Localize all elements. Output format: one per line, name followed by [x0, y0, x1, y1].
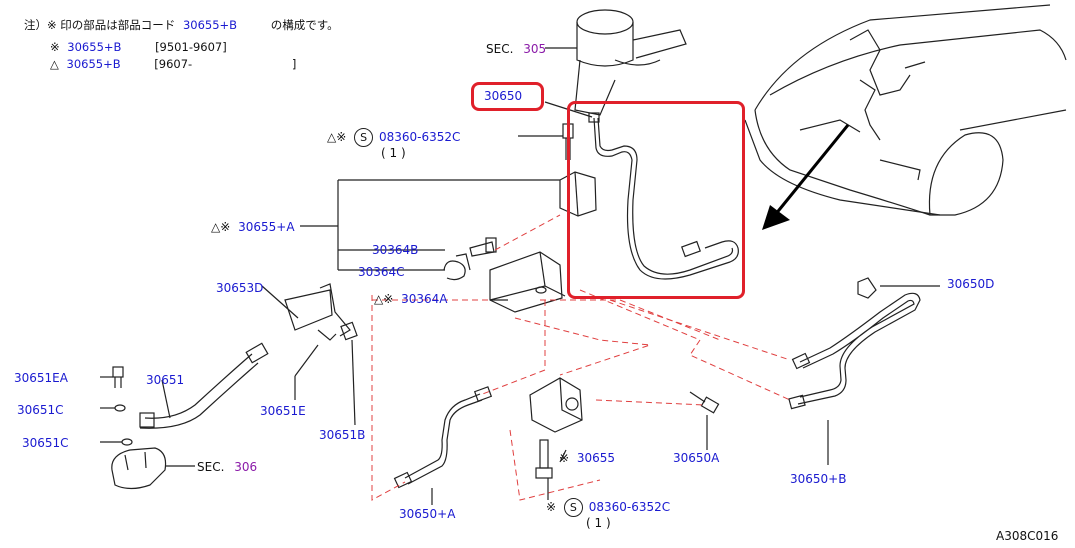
part-number: 30364A: [401, 292, 448, 306]
bracket-30364a: [489, 251, 566, 313]
callout-30364a[interactable]: △※ 30364A: [374, 292, 448, 306]
slave-cylinder: [111, 447, 195, 490]
s-circle-icon: S: [354, 128, 374, 147]
note-range: [9501-9607]: [155, 40, 227, 54]
part-marks: △※: [374, 292, 394, 306]
part-number: 30655: [576, 451, 616, 465]
part-number: 30655+A: [238, 220, 295, 234]
header-note-line1: 注）※ 印の部品は部品コード 30655+B の構成です。: [24, 18, 339, 32]
highlight-box-30650-label: [471, 82, 544, 111]
callout-30650d[interactable]: 30650D: [947, 277, 995, 291]
note-mark: ※: [50, 40, 60, 54]
s-circle-icon: S: [563, 498, 583, 517]
callout-sec-306[interactable]: SEC. 306: [197, 460, 257, 474]
note-code: 30655+B: [182, 18, 238, 32]
bolt-30651ea: [100, 366, 124, 388]
note-code: 30655+B: [66, 57, 121, 71]
callout-30364c[interactable]: 30364C: [358, 265, 405, 279]
note-mark: △: [50, 57, 59, 71]
highlight-box-30650-pipe: [567, 101, 745, 299]
callout-30651b[interactable]: 30651B: [319, 428, 366, 442]
bolt-code: 08360-6352C: [378, 130, 461, 144]
sec-prefix: SEC.: [486, 42, 514, 56]
note-suffix: の構成です。: [270, 18, 339, 32]
note-prefix: 注）※ 印の部品は部品コード: [24, 18, 176, 32]
callout-30650a[interactable]: 30650A: [673, 451, 720, 465]
header-note-line2: ※ 30655+B [9501-9607]: [50, 40, 227, 54]
callout-30650[interactable]: 30650: [484, 89, 523, 103]
pipe-30650a-plus: [393, 386, 493, 505]
bolt-top-qty: ( 1 ): [381, 146, 406, 160]
header-note-line3: △ 30655+B [9607- ]: [50, 57, 296, 71]
pipe-30650b-plus: [788, 292, 921, 465]
clip-30650d: [857, 277, 940, 299]
dashed-guides: [371, 214, 791, 501]
leader-lines: [294, 299, 567, 500]
callout-30651c-lower[interactable]: 30651C: [22, 436, 69, 450]
bolt-bottom-qty: ( 1 ): [586, 516, 611, 530]
master-cylinder: [545, 9, 687, 116]
callout-30651[interactable]: 30651: [146, 373, 185, 387]
note-close: ]: [291, 57, 297, 71]
part-marks: ※: [559, 451, 570, 465]
bolt-code: 08360-6352C: [588, 500, 671, 514]
callout-30655[interactable]: ※ 30655: [559, 451, 615, 465]
figure-id: A308C016: [996, 529, 1059, 543]
direction-arrow: [762, 124, 850, 230]
sec-number: 305: [523, 42, 547, 56]
hose-30651: [139, 342, 269, 429]
junction-30655: [529, 377, 583, 479]
callout-30651e[interactable]: 30651E: [260, 404, 306, 418]
sec-number: 306: [234, 460, 258, 474]
callout-30653d[interactable]: 30653D: [216, 281, 264, 295]
washer-30651c-2: [100, 438, 133, 446]
callout-30651c-upper[interactable]: 30651C: [17, 403, 64, 417]
bolt-marks: ※: [546, 500, 557, 514]
note-code: 30655+B: [67, 40, 122, 54]
callout-30650b-plus[interactable]: 30650+B: [790, 472, 847, 486]
callout-30651ea[interactable]: 30651EA: [14, 371, 68, 385]
callout-sec-305[interactable]: SEC. 305: [486, 42, 546, 56]
callout-30364b[interactable]: 30364B: [372, 243, 419, 257]
bolt-30650a: [689, 391, 720, 450]
bolt-top: [518, 123, 574, 160]
part-marks: △※: [211, 220, 231, 234]
vehicle-outline: [744, 4, 1067, 216]
callout-bolt-bottom[interactable]: ※ S 08360-6352C: [546, 498, 670, 517]
washer-30651c-1: [100, 404, 126, 412]
callout-bolt-top[interactable]: △※ S 08360-6352C: [327, 128, 460, 147]
clip-30364c: [443, 253, 471, 281]
callout-30655a[interactable]: △※ 30655+A: [211, 220, 295, 234]
bracket-30655a: [300, 171, 597, 271]
callout-30650a-plus[interactable]: 30650+A: [399, 507, 456, 521]
bolt-marks: △※: [327, 130, 347, 144]
bolt-30364b: [469, 237, 497, 257]
note-range: [9607-: [154, 57, 193, 71]
bracket-30653d: [261, 283, 358, 341]
sec-prefix: SEC.: [197, 460, 225, 474]
